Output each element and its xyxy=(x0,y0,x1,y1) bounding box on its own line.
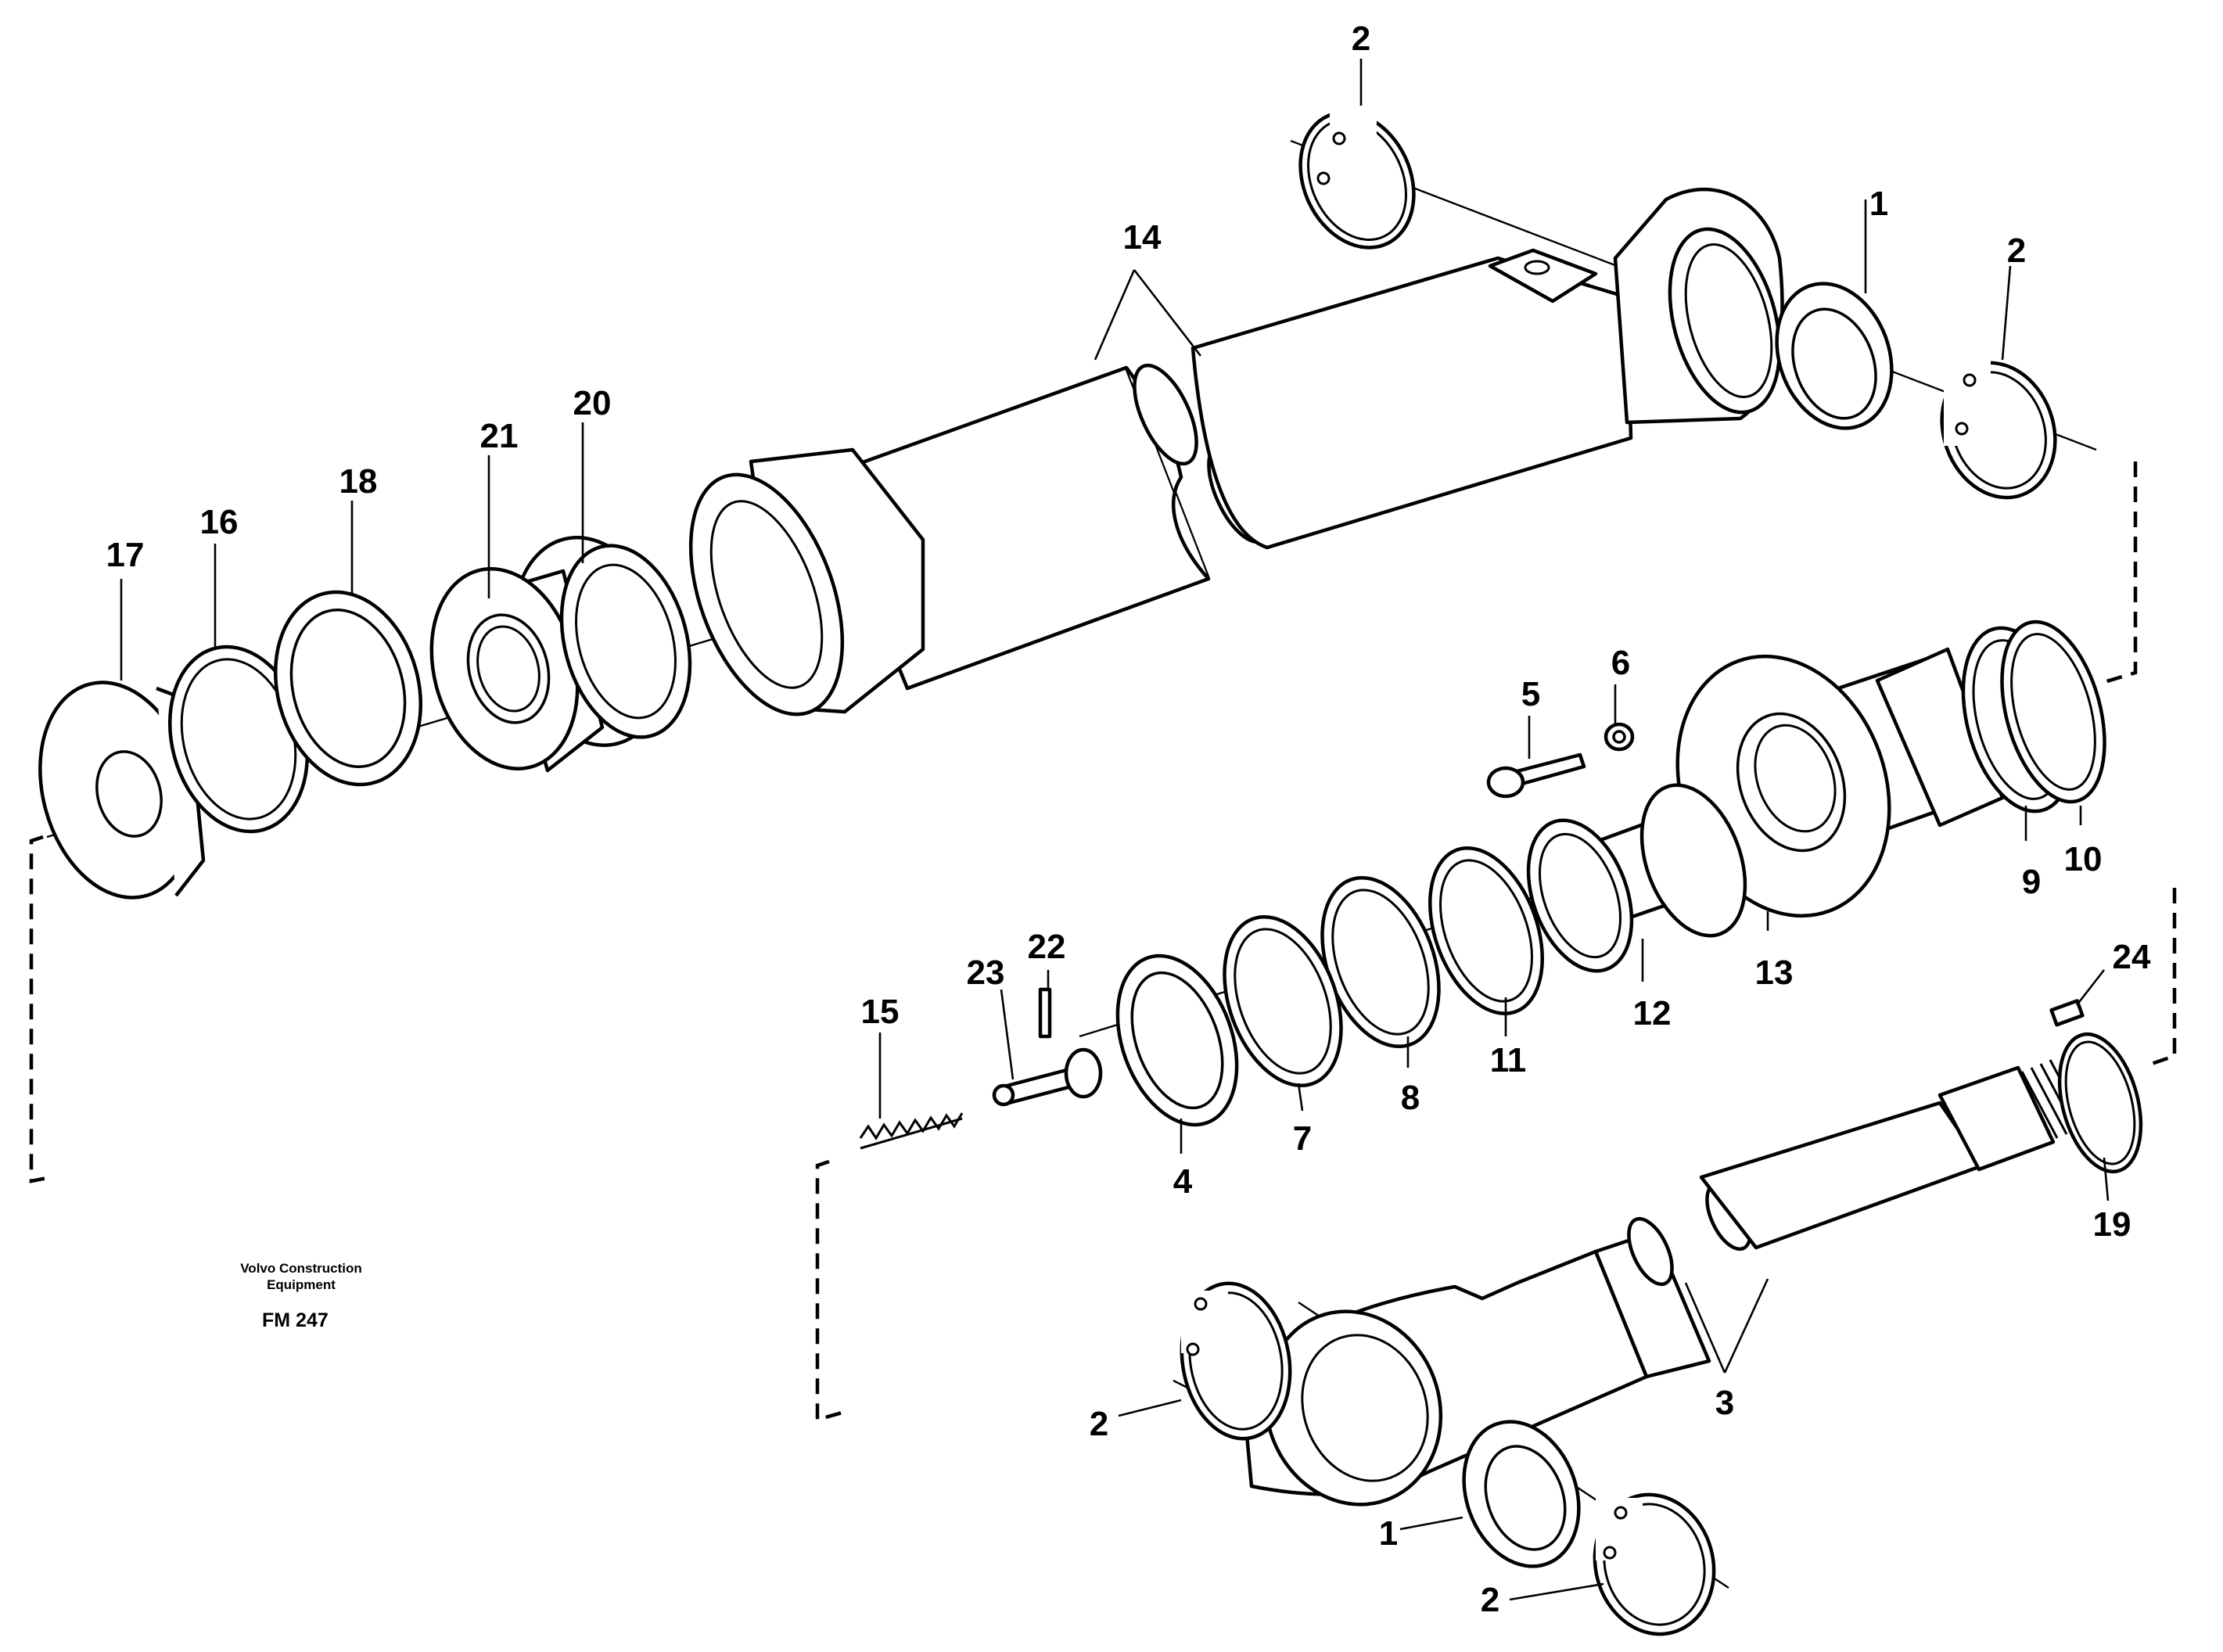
callout-11: 11 xyxy=(1490,1041,1527,1079)
callout-3: 3 xyxy=(1715,1384,1734,1422)
callout-21: 21 xyxy=(480,417,519,455)
callout-15: 15 xyxy=(861,993,900,1031)
cylinder-barrel-part-14 xyxy=(688,187,1784,716)
circlip-part-2-right xyxy=(1940,360,2057,500)
callout-24: 24 xyxy=(2113,938,2151,976)
callout-18: 18 xyxy=(339,462,378,501)
credit-block: Volvo Construction Equipment FM 247 xyxy=(240,1261,362,1331)
snap-ring-part-19 xyxy=(2057,1032,2143,1174)
credit-line-1: Volvo Construction xyxy=(240,1261,362,1276)
backup-ring-part-10 xyxy=(2000,620,2106,804)
callout-2-lower-left: 2 xyxy=(1090,1405,1108,1443)
credit-line-2: Equipment xyxy=(267,1277,336,1292)
circlip-part-2-top xyxy=(1298,110,1416,250)
callout-1-top: 1 xyxy=(1869,185,1888,223)
callout-1-bottom: 1 xyxy=(1379,1514,1398,1553)
guide-ring-part-18 xyxy=(273,590,423,787)
callout-2-lower-right: 2 xyxy=(1481,1581,1499,1619)
callout-16: 16 xyxy=(200,503,239,541)
piston-rod-part-3 xyxy=(1241,1059,2087,1507)
seal-ring-part-4 xyxy=(1115,953,1239,1127)
spherical-bearing-part-1-bottom xyxy=(1462,1420,1581,1568)
callout-2-right: 2 xyxy=(2007,232,2026,270)
circlip-part-2-lower-left xyxy=(1180,1281,1292,1441)
dashed-connection-lines xyxy=(29,461,2177,1422)
callout-22: 22 xyxy=(1028,928,1066,966)
callout-7: 7 xyxy=(1293,1119,1312,1158)
washer-part-6 xyxy=(1604,722,1635,752)
callout-12: 12 xyxy=(1633,994,1672,1032)
screw-part-5 xyxy=(1486,752,1586,799)
seal-ring-part-7 xyxy=(1223,914,1343,1088)
callout-labels: 2 14 1 2 21 20 18 16 17 5 6 9 10 13 12 1… xyxy=(106,20,2151,1619)
spherical-bearing-part-1-top xyxy=(1775,282,1894,430)
callout-13: 13 xyxy=(1755,953,1794,992)
callout-10: 10 xyxy=(2064,840,2103,878)
callout-23: 23 xyxy=(967,953,1005,992)
callout-4: 4 xyxy=(1173,1162,1193,1201)
callout-14: 14 xyxy=(1123,218,1162,257)
leader-lines xyxy=(120,59,2110,1601)
callout-17: 17 xyxy=(106,536,145,574)
figure-code: FM 247 xyxy=(262,1309,329,1331)
pin-part-22 xyxy=(1038,987,1052,1039)
callout-6: 6 xyxy=(1611,644,1630,682)
valve-part-23 xyxy=(992,1047,1103,1107)
spring-part-15 xyxy=(859,1112,964,1150)
piston-seal-part-20 xyxy=(559,544,692,739)
callout-19: 19 xyxy=(2093,1205,2131,1244)
callout-20: 20 xyxy=(573,384,612,422)
callout-2-top: 2 xyxy=(1352,20,1370,58)
callout-8: 8 xyxy=(1401,1079,1420,1117)
seal-ring-part-11 xyxy=(1428,846,1544,1015)
callout-9: 9 xyxy=(2022,863,2041,901)
callout-5: 5 xyxy=(1521,675,1540,713)
grease-nipple-part-24 xyxy=(2049,999,2085,1027)
bushing-part-12 xyxy=(1526,783,1747,973)
circlip-part-2-lower-right xyxy=(1593,1492,1716,1636)
piston-nut-part-17 xyxy=(38,681,206,900)
